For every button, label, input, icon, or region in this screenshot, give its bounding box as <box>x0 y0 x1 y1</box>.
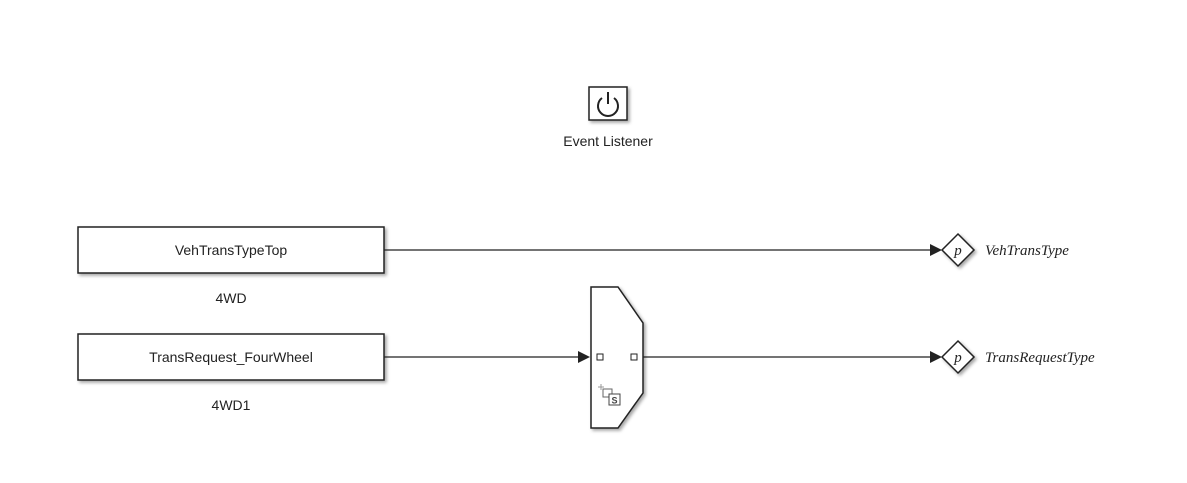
outport-symbol: p <box>953 243 962 259</box>
veh-trans-type-top-block[interactable]: VehTransTypeTop <box>77 226 385 274</box>
arrowhead-icon <box>578 351 590 363</box>
block-caption: 4WD <box>215 290 246 306</box>
outport-symbol: p <box>953 350 962 366</box>
event-listener-block[interactable] <box>588 86 628 121</box>
svg-text:S: S <box>611 396 617 406</box>
outport-veh-trans-type[interactable]: p <box>940 232 976 268</box>
outport-label: TransRequestType <box>985 350 1095 366</box>
outport-trans-request-type[interactable]: p <box>940 339 976 375</box>
arrowhead-icon <box>930 351 942 363</box>
input-port <box>596 353 604 361</box>
signal-line-3[interactable] <box>643 351 942 363</box>
arrowhead-icon <box>930 244 942 256</box>
block-caption: 4WD1 <box>212 397 251 413</box>
subsystem-block[interactable]: S <box>590 286 644 429</box>
outport-label: VehTransType <box>985 243 1069 259</box>
signal-line-1[interactable] <box>384 244 942 256</box>
trans-request-four-wheel-block[interactable]: TransRequest_FourWheel <box>77 333 385 381</box>
event-listener-label: Event Listener <box>563 133 653 149</box>
block-name: VehTransTypeTop <box>175 242 288 258</box>
signal-line-2[interactable] <box>384 351 590 363</box>
subsystem-icon: S <box>598 384 621 406</box>
block-name: TransRequest_FourWheel <box>149 349 313 365</box>
power-icon <box>597 92 619 117</box>
output-port <box>630 353 638 361</box>
